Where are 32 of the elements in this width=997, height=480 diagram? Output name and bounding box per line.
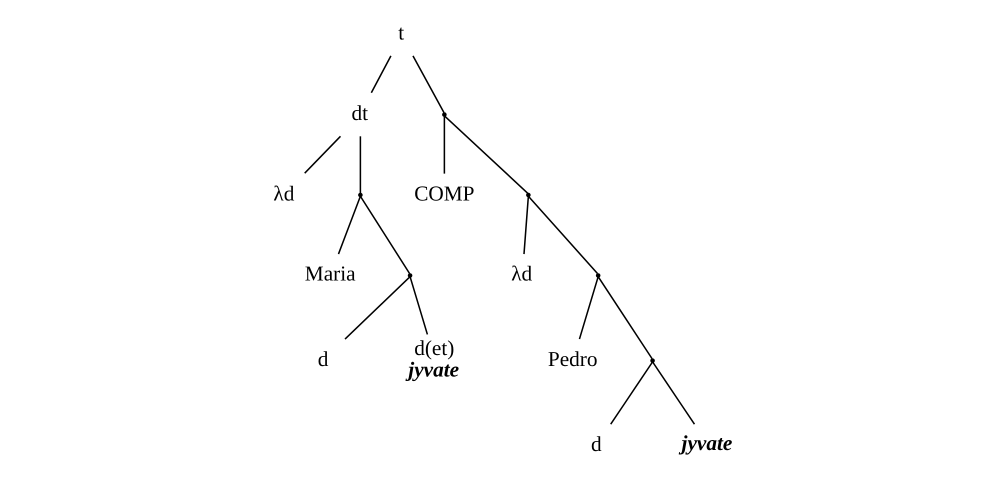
node-text: d(et) jyvate [408,336,460,382]
node-text: d [591,432,602,456]
connector [409,276,428,335]
connector [652,362,696,425]
node-text: λd [273,181,294,206]
node-text: Maria [304,262,356,286]
connector [610,362,653,425]
node-text: Pedro [548,346,598,371]
connector [344,276,410,340]
node-point [526,192,531,198]
node-text: COMP [414,181,475,206]
node-point [650,358,655,363]
connector [412,55,445,113]
node-point [442,112,447,117]
connector [444,116,528,194]
node-text: t [398,20,404,44]
node-text: dt [352,100,368,125]
node-point [358,192,363,198]
connector [360,196,410,274]
connector [304,136,342,174]
connector [338,196,361,254]
connector [360,136,362,193]
connector [598,276,653,360]
connector [444,116,446,174]
node-point [408,273,412,278]
node-text: λd [511,262,532,286]
node-point [596,273,600,278]
connector [528,196,598,274]
connector [523,197,530,254]
node-text: d [318,346,328,371]
connector [370,56,392,94]
connector [578,276,599,340]
